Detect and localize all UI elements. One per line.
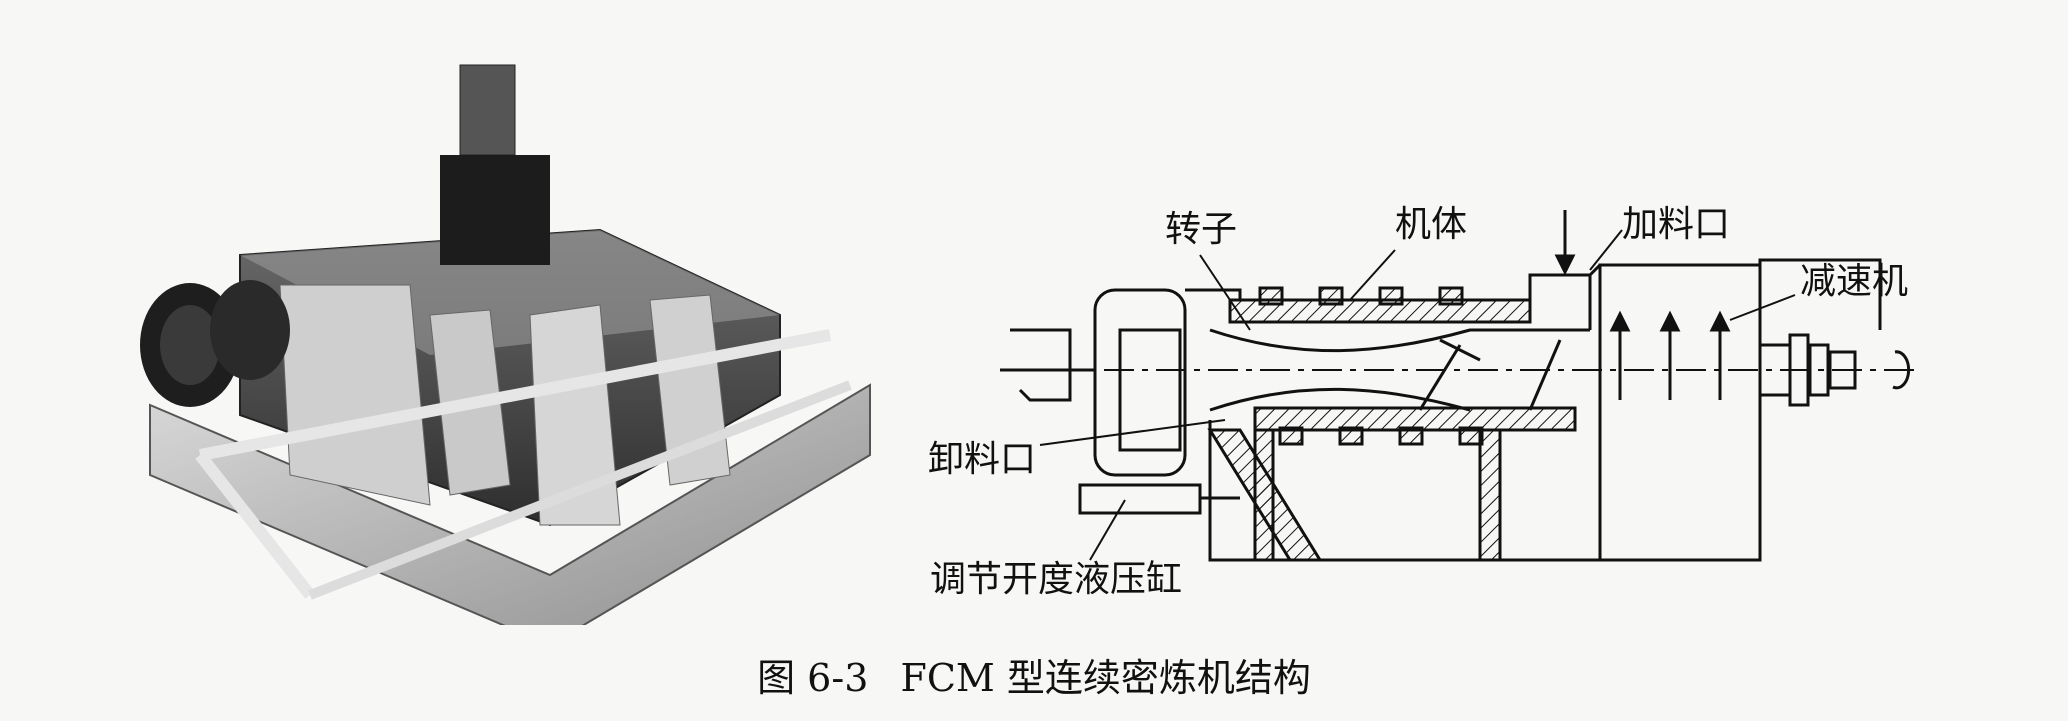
label-feed-port: 加料口: [1622, 204, 1731, 245]
label-hydraulic-cylinder: 调节开度液压缸: [930, 559, 1183, 600]
figure-caption: 图 6-3 FCM 型连续密炼机结构: [0, 647, 2068, 702]
figure-number: 图 6-3: [757, 656, 869, 700]
label-rotor: 转子: [1165, 209, 1238, 250]
machine-photo: [130, 55, 890, 647]
label-discharge-port: 卸料口: [928, 439, 1037, 480]
label-reducer: 减速机: [1800, 261, 1909, 302]
figure-title: FCM 型连续密炼机结构: [900, 656, 1311, 700]
label-body: 机体: [1395, 204, 1468, 245]
